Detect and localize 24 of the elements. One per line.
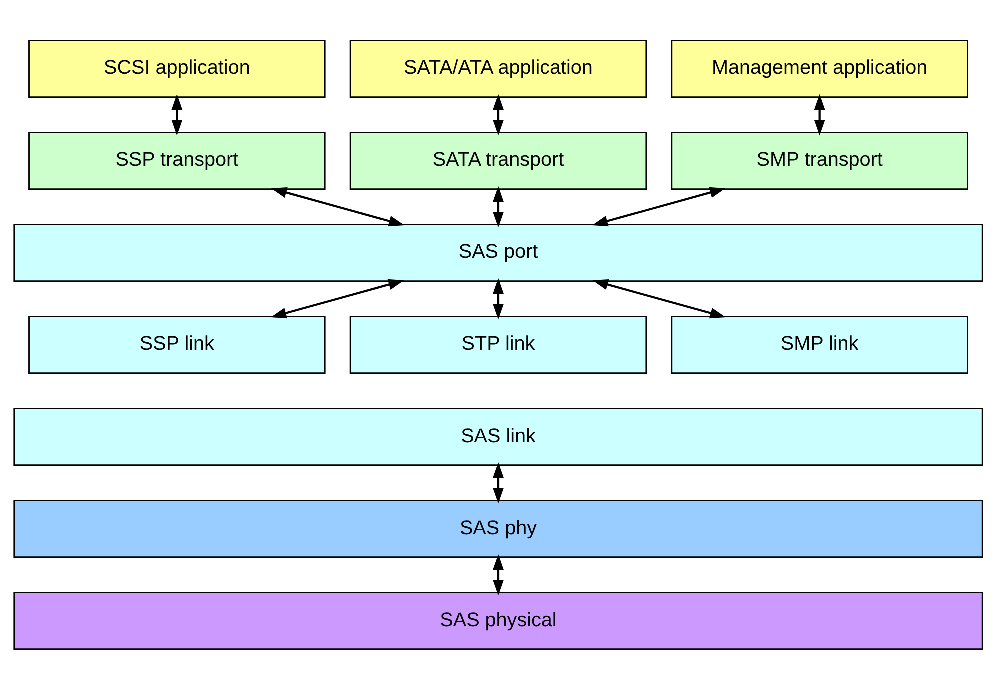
arrow	[592, 279, 726, 319]
arrow	[493, 94, 504, 136]
node-box: SSP link	[28, 316, 326, 374]
node-box: SAS phy	[14, 500, 984, 558]
node-box: SAS physical	[14, 592, 984, 650]
arrow	[493, 186, 504, 228]
node-box: Management application	[671, 40, 968, 98]
node-box: SAS port	[14, 224, 984, 282]
arrow	[493, 462, 504, 504]
node-box: SCSI application	[28, 40, 326, 98]
arrow	[271, 279, 404, 319]
node-box: SSP transport	[28, 132, 326, 190]
arrow	[271, 187, 405, 227]
arrow	[172, 94, 183, 136]
arrow	[493, 278, 504, 320]
node-box: SATA transport	[350, 132, 648, 190]
node-box: SAS link	[14, 408, 984, 466]
node-box: SMP transport	[671, 132, 968, 190]
node-box: SATA/ATA application	[350, 40, 648, 98]
arrow	[592, 187, 726, 227]
arrow	[814, 94, 826, 136]
node-box: SMP link	[671, 316, 968, 374]
arrow	[493, 554, 504, 596]
node-box: STP link	[350, 316, 648, 374]
